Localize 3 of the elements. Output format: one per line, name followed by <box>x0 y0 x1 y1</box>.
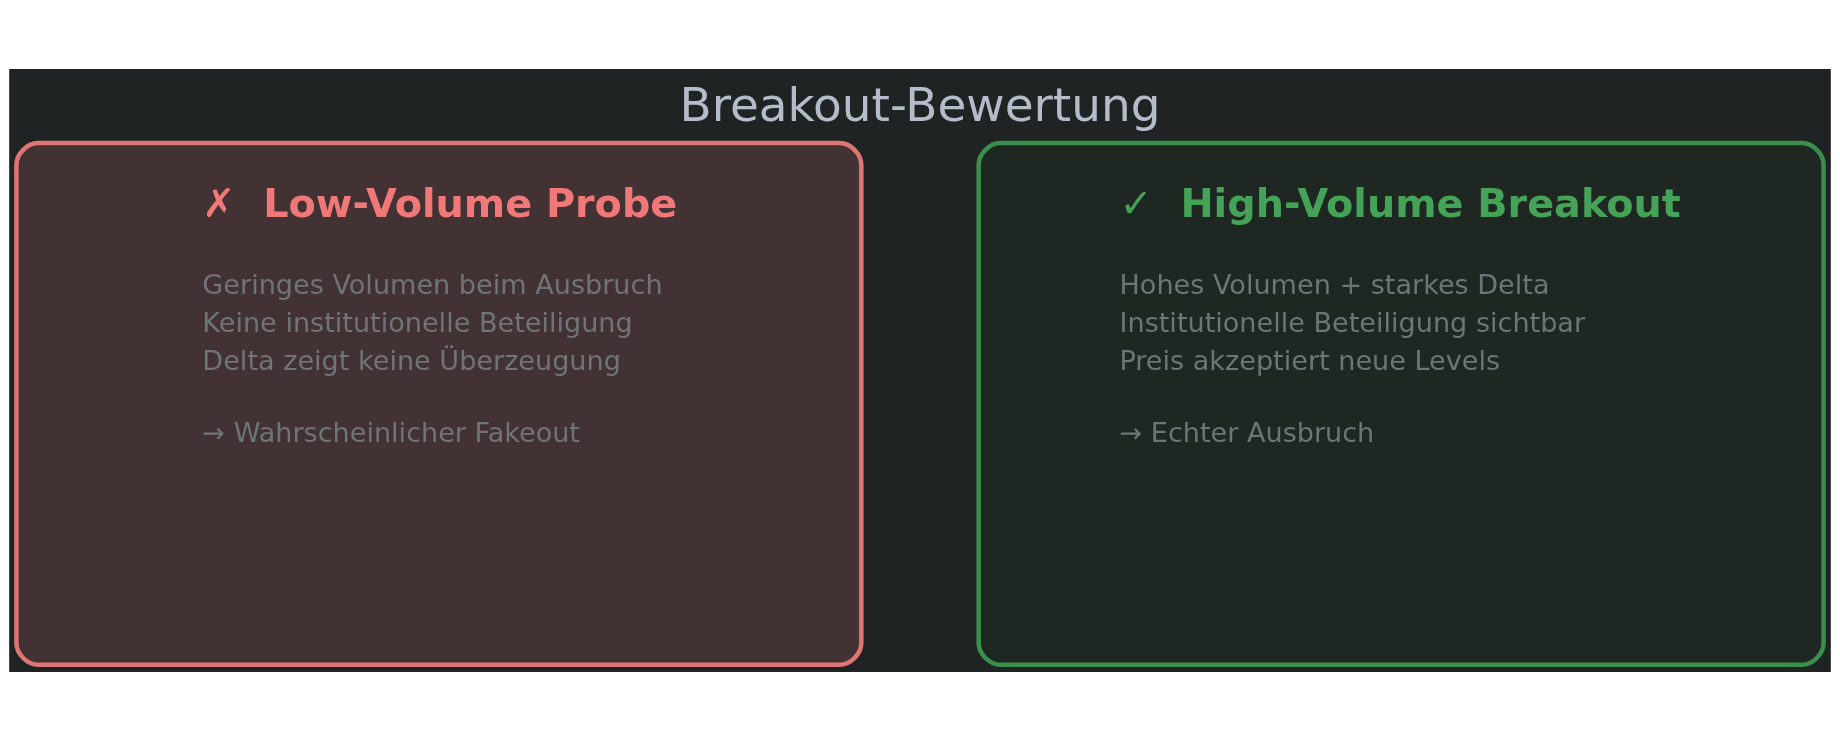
node-box: ✗ Low-Volume Probe Geringes Volumen beim Ausbruch Keine institutionelle Beteiligung Delta zeigt keine Überzeugung → Wahrscheinlicher Fakeout <box>14 140 864 667</box>
diagram-title: Breakout-Bewertung <box>679 76 1161 132</box>
node-box: ✓ High-Volume Breakout Hohes Volumen + starkes Delta Institutionelle Beteiligung sichtbar Preis akzeptiert neue Levels → Echter Ausbruch <box>976 140 1826 667</box>
